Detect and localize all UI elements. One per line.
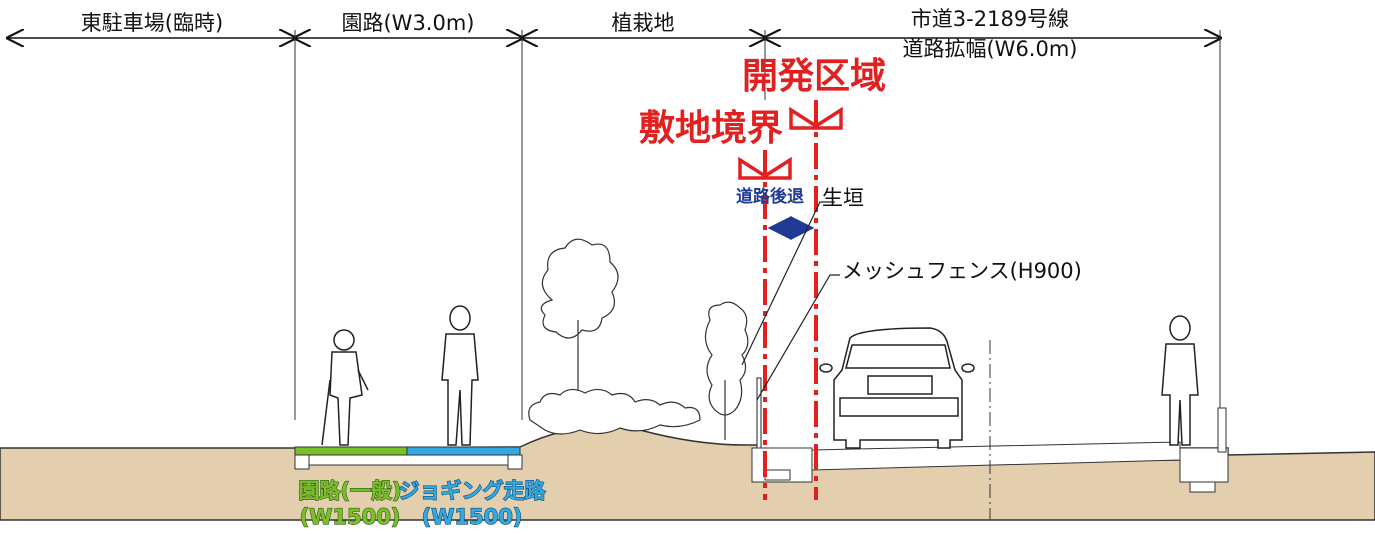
standing-pedestrian-figure — [1161, 315, 1199, 446]
jogging-path-label: ジョギング走路 — [399, 479, 547, 503]
elderly-pedestrian-figure — [321, 329, 369, 446]
jogging-path-width: (W1500) — [422, 505, 523, 529]
general-path-width: (W1500) — [300, 505, 401, 529]
development-area-symbol — [789, 106, 843, 130]
dim-label-parking: 東駐車場(臨時) — [81, 11, 223, 35]
dim-label-park-path: 園路(W3.0m) — [341, 11, 474, 35]
park-path-slab — [294, 446, 523, 470]
general-path-label: 園路(一般) — [298, 479, 401, 503]
mesh-fence-label: メッシュフェンス(H900) — [842, 259, 1082, 283]
site-boundary-symbol — [738, 156, 792, 180]
mesh-fence-post — [756, 377, 762, 449]
dim-label-city-road: 市道3-2189号線 — [911, 7, 1069, 31]
boundary-lines — [763, 100, 818, 500]
road-setback-label: 道路後退 — [736, 186, 804, 207]
development-area-label: 開発区域 — [742, 56, 886, 97]
hedge-label: 生垣 — [822, 186, 864, 210]
dim-label-road-widening: 道路拡幅(W6.0m) — [902, 37, 1077, 61]
walking-pedestrian-figure — [441, 305, 479, 446]
road-structure — [751, 407, 1229, 493]
ground-section — [0, 425, 1375, 521]
site-boundary-label: 敷地境界 — [639, 108, 783, 149]
annotation-leaders — [741, 201, 840, 401]
planting-trees — [528, 238, 749, 440]
dimension-line — [8, 30, 1220, 420]
car-front-view — [819, 327, 975, 449]
dim-label-planting: 植栽地 — [612, 11, 675, 35]
